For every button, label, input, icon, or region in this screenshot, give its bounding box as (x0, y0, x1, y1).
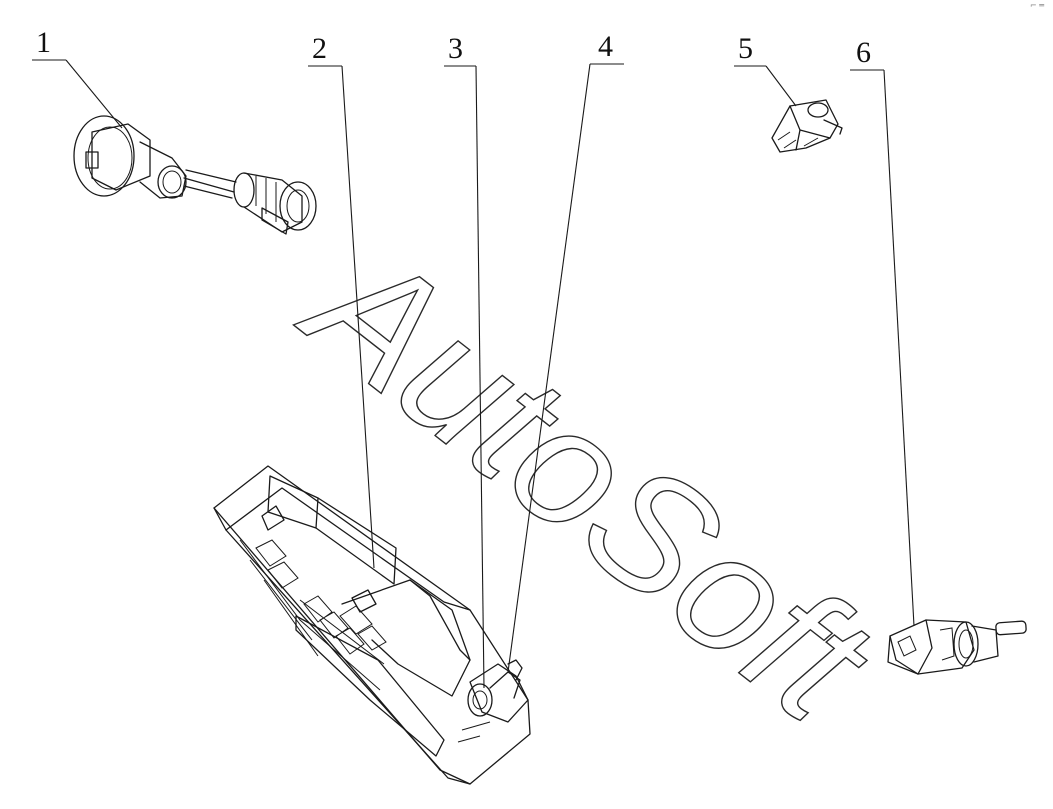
callout-3: 3 (444, 32, 485, 689)
callout-5-label: 5 (738, 32, 753, 65)
watermark-text: AutoSoft (271, 205, 907, 759)
watermark: AutoSoft (270, 204, 907, 760)
callout-5-leader (765, 65, 797, 107)
callout-3-leader (475, 65, 485, 689)
callout-2: 2 (308, 32, 375, 569)
part-6-temperature-sensor (887, 619, 1027, 675)
callout-1: 1 (32, 26, 123, 129)
callout-6-leader (883, 69, 915, 627)
callout-5: 5 (734, 32, 797, 107)
part-2-control-module (213, 465, 531, 785)
callout-6: 6 (850, 36, 915, 627)
corner-mark: ⌐ ═ (1030, 1, 1044, 10)
callout-1-leader (65, 59, 123, 129)
callout-4-leader (507, 63, 591, 673)
part-5-switch (771, 99, 843, 153)
callout-4: 4 (507, 30, 624, 673)
part-1-sensor-with-connector (73, 115, 317, 235)
callout-2-label: 2 (312, 32, 327, 65)
callout-2-leader (341, 65, 375, 569)
callout-4-label: 4 (598, 30, 613, 63)
callout-3-label: 3 (448, 32, 463, 65)
callout-6-label: 6 (856, 36, 871, 69)
callout-1-label: 1 (36, 26, 51, 59)
